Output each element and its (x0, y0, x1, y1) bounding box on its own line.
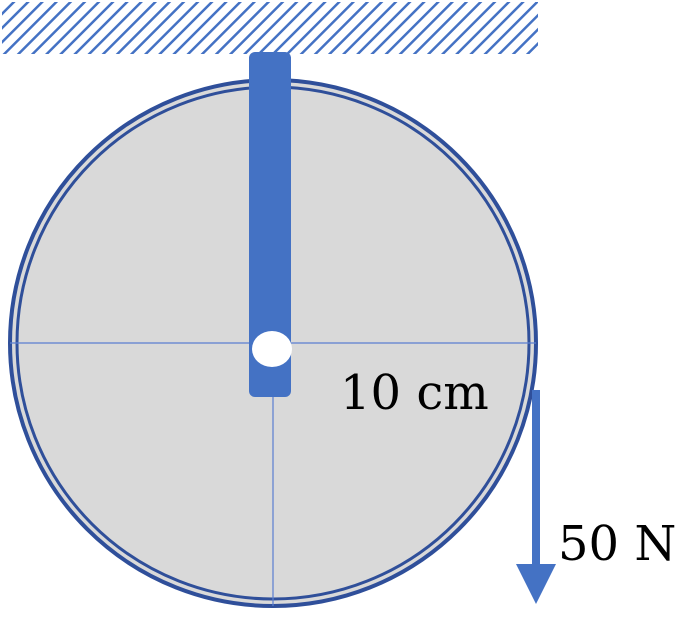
force-arrow-head (516, 564, 556, 604)
ceiling-support (2, 2, 538, 54)
force-label: 50 N (558, 516, 676, 572)
axle-hole (252, 331, 292, 367)
hanger-bar (249, 52, 291, 397)
radius-label: 10 cm (340, 365, 489, 421)
